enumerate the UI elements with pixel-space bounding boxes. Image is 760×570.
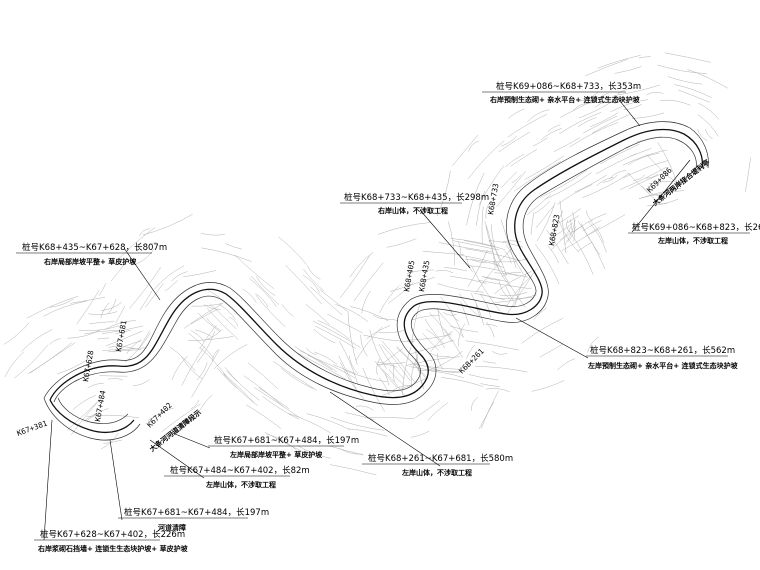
- segment-desc: 右岸局部岸坡平整+ 草皮护坡: [43, 257, 137, 266]
- segment-label-k68733-k68435: 桩号K68+733~K68+435，长298m 右岸山体，不涉取工程: [340, 192, 489, 215]
- segment-title: 桩号K68+733~K68+435，长298m: [344, 192, 489, 203]
- river-lower-loop-bank: [43, 397, 141, 441]
- station-labels: K69+086 K68+733 K68+435 K68+405 K68+823 …: [16, 165, 675, 438]
- river-bank-left: [53, 136, 697, 405]
- station-k68261: K68+261: [457, 347, 486, 376]
- segment-title: 桩号K68+435~K67+628，长807m: [22, 242, 167, 253]
- segment-desc: 右岸山体，不涉取工程: [377, 206, 448, 215]
- segment-desc: 左岸局部岸坡平整+ 草皮护坡: [229, 450, 323, 459]
- segment-label-k69086-k68733: 桩号K69+086~K68+733，长353m 右岸預制生态砌+ 亲水平台+ 连…: [482, 81, 641, 104]
- river-lower-loop-bank-inner: [57, 397, 129, 424]
- segment-title: 桩号K69+086~K68+823，长263m: [632, 222, 760, 233]
- segment-desc: 左岸山体，不涉取工程: [205, 480, 276, 489]
- segment-desc: 左岸預制生态砌+ 亲水平台+ 连锁式生态块护坡: [587, 361, 739, 370]
- terrain-contours: [3, 52, 751, 476]
- station-k67402: K67+402: [145, 401, 174, 430]
- segment-label-k68435-k67628: 桩号K68+435~K67+628，长807m 右岸局部岸坡平整+ 草皮护坡: [16, 242, 167, 266]
- river-centerline: [49, 128, 704, 401]
- segment-label-k67628-k67402: 桩号K67+628~K67+402，长226m 右岸浆砌石挡墙+ 连锁生生态块护…: [34, 529, 189, 553]
- segment-title: 桩号K69+086~K68+733，长353m: [496, 81, 641, 92]
- segment-title: 桩号K67+484~K67+402，长82m: [170, 465, 310, 476]
- segment-label-k69086-k68823: 桩号K69+086~K68+823，长263m 左岸山体，不涉取工程: [628, 222, 760, 245]
- segment-title: 桩号K67+681~K67+484，长197m: [214, 435, 359, 446]
- river-bank-right: [43, 121, 709, 399]
- station-k68823: K68+823: [547, 214, 561, 247]
- station-k67628: K67+628: [81, 349, 95, 382]
- segment-label-k67484-k67402: 桩号K67+484~K67+402，长82m 左岸山体，不涉取工程: [164, 465, 310, 489]
- river-channel: [43, 121, 709, 441]
- station-k67484: K67+484: [93, 389, 107, 422]
- segment-desc: 右岸預制生态砌+ 亲水平台+ 连锁式生态块护坡: [489, 95, 641, 104]
- station-k67681: K67+681: [114, 320, 128, 353]
- segment-label-k68823-k68261: 桩号K68+823~K68+261，长562m 左岸預制生态砌+ 亲水平台+ 连…: [586, 345, 739, 370]
- segment-label-k67681-k67484-a: 桩号K67+681~K67+484，长197m 左岸局部岸坡平整+ 草皮护坡: [208, 435, 359, 459]
- station-k68405: K68+405: [402, 260, 416, 293]
- segment-title: 桩号K67+628~K67+402，长226m: [40, 529, 185, 540]
- segment-desc: 河道清障: [158, 523, 186, 532]
- leader-lines: [43, 95, 691, 541]
- segment-title: 桩号K67+681~K67+484，长197m: [124, 507, 269, 518]
- segment-title: 桩号K68+823~K68+261，长562m: [590, 345, 735, 356]
- segment-label-k67681-k67484-b: 桩号K67+681~K67+484，长197m 河道清障: [118, 507, 269, 532]
- segment-labels: 桩号K69+086~K68+733，长353m 右岸預制生态砌+ 亲水平台+ 连…: [16, 81, 760, 553]
- segment-label-k68261-k67681: 桩号K68+261~K67+681，长580m 左岸山体，不涉取工程: [362, 453, 513, 477]
- station-k67381: K67+381: [16, 419, 49, 438]
- station-k68435: K68+435: [417, 260, 431, 293]
- river-lower-loop: [49, 399, 135, 434]
- segment-title: 桩号K68+261~K67+681，长580m: [368, 453, 513, 464]
- segment-desc: 右岸浆砌石挡墙+ 连锁生生态块护坡+ 草皮护坡: [37, 544, 189, 553]
- segment-desc: 左岸山体，不涉取工程: [401, 468, 472, 477]
- segment-desc: 左岸山体，不涉取工程: [657, 236, 728, 245]
